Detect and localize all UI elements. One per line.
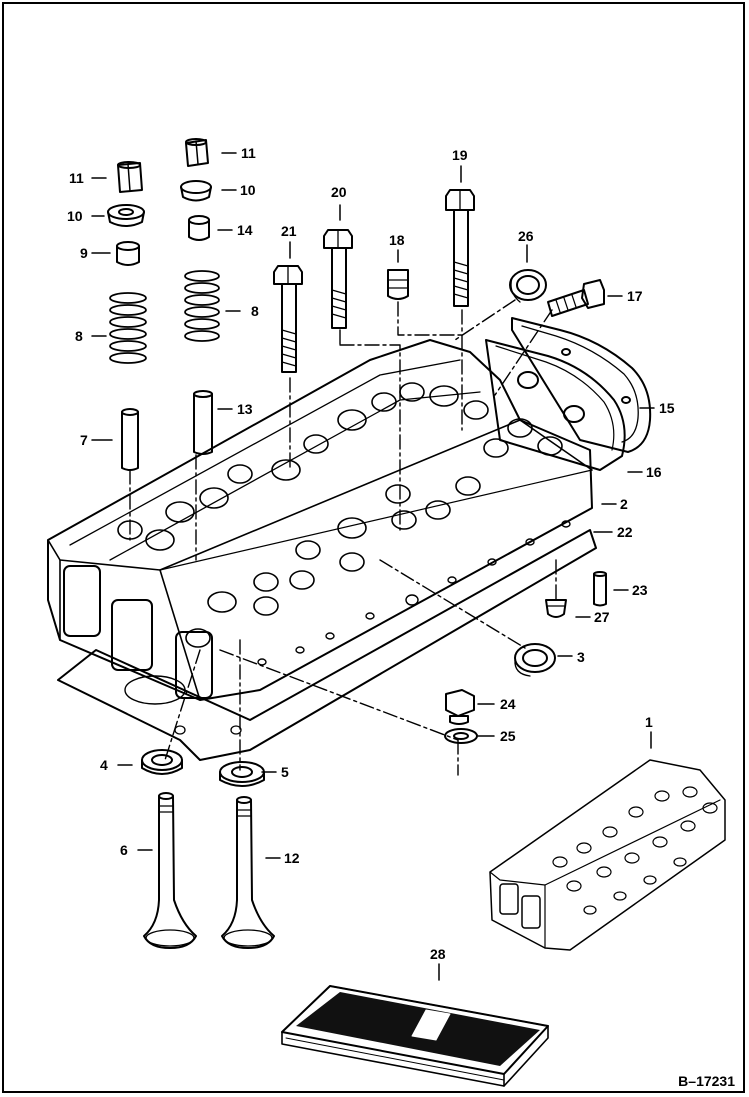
- callout-10-right: 10: [240, 182, 256, 198]
- washer-25: [444, 728, 478, 744]
- valve-guide-13: [193, 390, 213, 455]
- callout-16: 16: [646, 464, 662, 480]
- valve-12: [221, 796, 275, 949]
- callout-1: 1: [645, 714, 653, 730]
- callout-10-left: 10: [67, 208, 83, 224]
- collet-11-left: [117, 161, 143, 193]
- callout-7: 7: [80, 432, 88, 448]
- valve-seat-4: [141, 749, 183, 775]
- callout-14: 14: [237, 222, 253, 238]
- seal-14: [188, 215, 210, 241]
- callout-21: 21: [281, 223, 297, 239]
- callout-11-right: 11: [241, 145, 256, 161]
- callout-13: 13: [237, 401, 253, 417]
- seal-3: [514, 643, 556, 677]
- callout-11-left: 11: [69, 170, 84, 186]
- bolt-17: [547, 279, 605, 317]
- callout-4: 4: [100, 757, 108, 773]
- callout-3: 3: [577, 649, 585, 665]
- cylinder-head-2: [47, 339, 593, 701]
- spring-8-left: [109, 292, 147, 364]
- callout-24: 24: [500, 696, 516, 712]
- callout-20: 20: [331, 184, 347, 200]
- bolt-20: [323, 229, 353, 329]
- bolt-19: [445, 189, 475, 307]
- seal-9-left: [116, 241, 140, 266]
- callout-19: 19: [452, 147, 468, 163]
- spring-cap-10-left: [107, 204, 145, 227]
- callout-15: 15: [659, 400, 675, 416]
- alignment-lines: [129, 299, 557, 776]
- callout-18: 18: [389, 232, 405, 248]
- callout-12: 12: [284, 850, 300, 866]
- gasket-16: [485, 339, 626, 471]
- callout-8-left: 8: [75, 328, 83, 344]
- callout-26: 26: [518, 228, 534, 244]
- callout-25: 25: [500, 728, 516, 744]
- valve-seat-5: [219, 761, 265, 787]
- cover-15: [511, 317, 652, 453]
- gasket-kit-28: [281, 985, 549, 1087]
- sleeve-27: [545, 599, 567, 618]
- valve-6: [143, 792, 197, 949]
- assembled-head-1: [489, 759, 726, 951]
- figure-reference: B–17231: [678, 1073, 735, 1089]
- seal-26: [509, 269, 547, 303]
- spring-8-right: [184, 270, 220, 342]
- callout-17: 17: [627, 288, 643, 304]
- valve-guide-7: [121, 408, 139, 471]
- spring-cap-10-right: [180, 180, 212, 202]
- callout-8-right: 8: [251, 303, 259, 319]
- bolt-21: [273, 265, 303, 373]
- callout-5: 5: [281, 764, 289, 780]
- callout-28: 28: [430, 946, 446, 962]
- callout-27: 27: [594, 609, 610, 625]
- callout-6: 6: [120, 842, 128, 858]
- collet-11-right: [185, 138, 209, 167]
- leader-lines: [91, 152, 655, 981]
- callout-9: 9: [80, 245, 88, 261]
- plug-18: [387, 269, 409, 300]
- callout-2: 2: [620, 496, 628, 512]
- head-gasket-22: [57, 529, 597, 761]
- callout-23: 23: [632, 582, 648, 598]
- plug-24: [445, 689, 475, 725]
- callout-22: 22: [617, 524, 633, 540]
- pin-23: [593, 571, 607, 607]
